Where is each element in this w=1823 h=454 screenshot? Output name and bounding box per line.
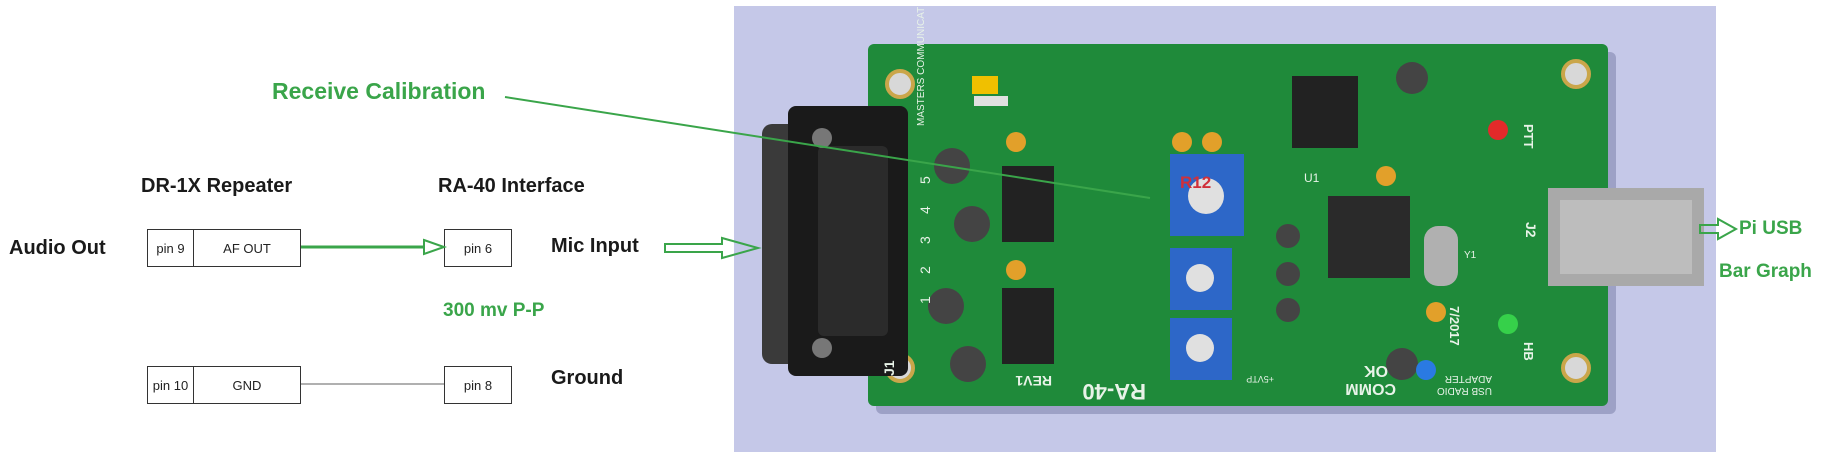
ic-chip <box>1292 76 1358 148</box>
pot-knob <box>1186 334 1214 362</box>
repeater-header: DR-1X Repeater <box>141 175 293 197</box>
mounting-hole <box>1561 353 1591 383</box>
jumper <box>972 76 998 94</box>
capacitor <box>928 288 964 324</box>
interface-pin-number: pin 6 <box>444 230 512 266</box>
ra40-board-photo: MASTERS COMMUNICATIONS REV1 RA-40 REV1 C… <box>734 6 1716 452</box>
ground-label: Ground <box>551 367 624 389</box>
mounting-hole <box>1561 59 1591 89</box>
silkscreen-j1: J1 <box>881 360 897 376</box>
ic-chip <box>1002 166 1054 242</box>
capacitor <box>950 346 986 382</box>
capacitor <box>1276 298 1300 322</box>
interface-pin-row-mic: pin 6 <box>444 229 512 267</box>
audio-out-label: Audio Out <box>9 237 106 259</box>
tantalum-cap <box>1376 166 1396 186</box>
silkscreen-adapter: ADAPTER <box>1445 373 1492 384</box>
db9-screw <box>812 128 832 148</box>
diode <box>974 96 1008 106</box>
capacitor <box>934 148 970 184</box>
crystal-y1 <box>1424 226 1458 286</box>
silkscreen-ra40: RA-40 <box>1082 379 1146 404</box>
repeater-pin-row-af: pin 9 AF OUT <box>147 229 301 267</box>
pi-usb-label: Pi USB <box>1739 218 1803 239</box>
capacitor <box>1396 62 1428 94</box>
capacitor <box>1386 348 1418 380</box>
repeater-pin-number: pin 9 <box>147 230 193 266</box>
ic-chip <box>1002 288 1054 364</box>
tantalum-cap <box>1172 132 1192 152</box>
db9-pin-number: 3 <box>917 236 933 244</box>
led-comm <box>1416 360 1436 380</box>
tantalum-cap <box>1426 302 1446 322</box>
silkscreen-date: 7/2017 <box>1447 306 1462 346</box>
silkscreen-rev-top: MASTERS COMMUNICATIONS REV1 <box>916 6 927 126</box>
db9-pin-number: 4 <box>917 206 933 214</box>
interface-pin-row-gnd: pin 8 <box>444 366 512 404</box>
repeater-pin-signal: GND <box>193 367 301 403</box>
usb-connector-face <box>1560 200 1692 274</box>
silkscreen-y1: Y1 <box>1464 250 1477 261</box>
tantalum-cap <box>1006 132 1026 152</box>
silkscreen-j2: J2 <box>1523 222 1539 238</box>
pot-knob <box>1186 264 1214 292</box>
silkscreen-rev1: REV1 <box>1015 373 1052 389</box>
db9-pin-number: 5 <box>917 176 933 184</box>
repeater-pin-row-gnd: pin 10 GND <box>147 366 301 404</box>
silkscreen-comm: COMM <box>1345 380 1396 397</box>
repeater-pin-number: pin 10 <box>147 367 193 403</box>
silkscreen-5vtp: +5VTP <box>1246 374 1274 384</box>
pot-knob <box>1188 178 1224 214</box>
tantalum-cap <box>1006 260 1026 280</box>
mcu-chip-u1 <box>1328 196 1410 278</box>
mic-input-label: Mic Input <box>551 235 639 257</box>
db9-body <box>818 146 888 336</box>
capacitor <box>1276 224 1300 248</box>
silkscreen-ok: OK <box>1364 362 1388 379</box>
silkscreen-hb: HB <box>1521 342 1536 361</box>
silkscreen-u1: U1 <box>1304 171 1320 185</box>
silkscreen-ptt: PTT <box>1521 124 1536 149</box>
db9-screw <box>812 338 832 358</box>
r12-label: R12 <box>1180 173 1211 192</box>
interface-header: RA-40 Interface <box>438 175 585 197</box>
capacitor <box>1276 262 1300 286</box>
bar-graph-label: Bar Graph <box>1719 261 1812 282</box>
db9-pin-number: 1 <box>917 296 933 304</box>
interface-pin-number: pin 8 <box>444 367 512 403</box>
led-ptt <box>1488 120 1508 140</box>
level-label: 300 mv P-P <box>443 300 545 321</box>
af-out-arrow <box>423 238 448 256</box>
silkscreen-usb-radio: USB RADIO <box>1437 385 1492 396</box>
receive-calibration-label: Receive Calibration <box>272 78 486 104</box>
led-hb <box>1498 314 1518 334</box>
capacitor <box>954 206 990 242</box>
repeater-pin-signal: AF OUT <box>193 230 301 266</box>
db9-pin-number: 2 <box>917 266 933 274</box>
mounting-hole <box>885 69 915 99</box>
tantalum-cap <box>1202 132 1222 152</box>
